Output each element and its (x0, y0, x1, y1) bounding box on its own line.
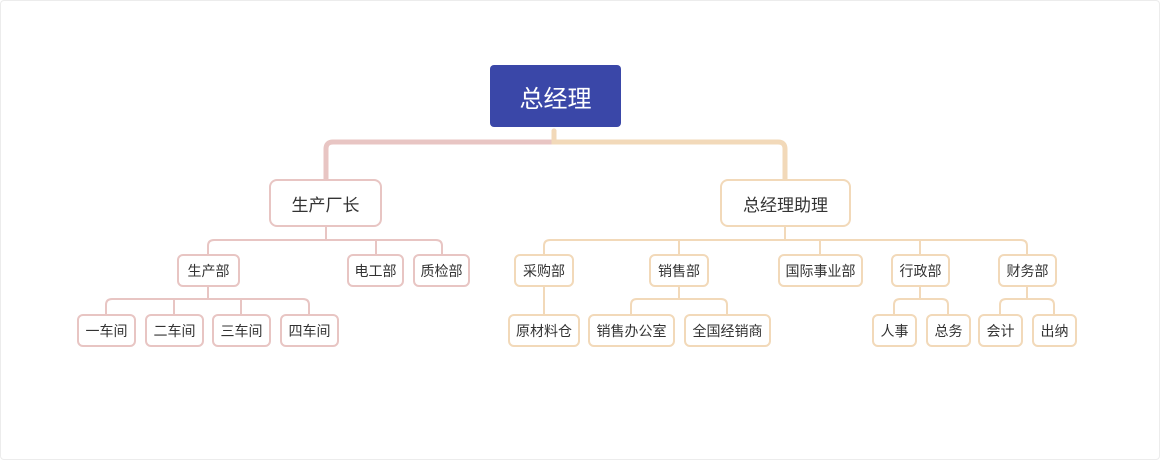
node-sales-office[interactable]: 销售办公室 (588, 314, 675, 347)
node-electrical-dept[interactable]: 电工部 (347, 254, 404, 287)
node-qc-dept[interactable]: 质检部 (413, 254, 470, 287)
node-gm-assistant[interactable]: 总经理助理 (720, 179, 851, 227)
node-production-dept[interactable]: 生产部 (177, 254, 240, 287)
node-accounting[interactable]: 会计 (978, 314, 1023, 347)
link-root-gm-assistant (551, 128, 788, 182)
node-national-distributors[interactable]: 全国经销商 (684, 314, 771, 347)
node-cashier[interactable]: 出纳 (1032, 314, 1077, 347)
node-raw-material-warehouse[interactable]: 原材料仓 (508, 314, 580, 347)
link-root-production-director (323, 128, 557, 182)
node-finance-dept[interactable]: 财务部 (998, 254, 1057, 287)
node-sales-dept[interactable]: 销售部 (649, 254, 709, 287)
node-general-manager[interactable]: 总经理 (490, 65, 621, 127)
node-admin-dept[interactable]: 行政部 (891, 254, 950, 287)
node-workshop-3[interactable]: 三车间 (212, 314, 271, 347)
links-production-branch (105, 227, 443, 314)
node-hr[interactable]: 人事 (872, 314, 917, 347)
node-general-affairs[interactable]: 总务 (926, 314, 971, 347)
node-international-dept[interactable]: 国际事业部 (778, 254, 863, 287)
node-workshop-4[interactable]: 四车间 (280, 314, 339, 347)
node-purchasing-dept[interactable]: 采购部 (514, 254, 574, 287)
links-assistant-branch (543, 227, 1055, 314)
node-workshop-2[interactable]: 二车间 (145, 314, 204, 347)
node-workshop-1[interactable]: 一车间 (77, 314, 136, 347)
node-production-director[interactable]: 生产厂长 (269, 179, 382, 227)
